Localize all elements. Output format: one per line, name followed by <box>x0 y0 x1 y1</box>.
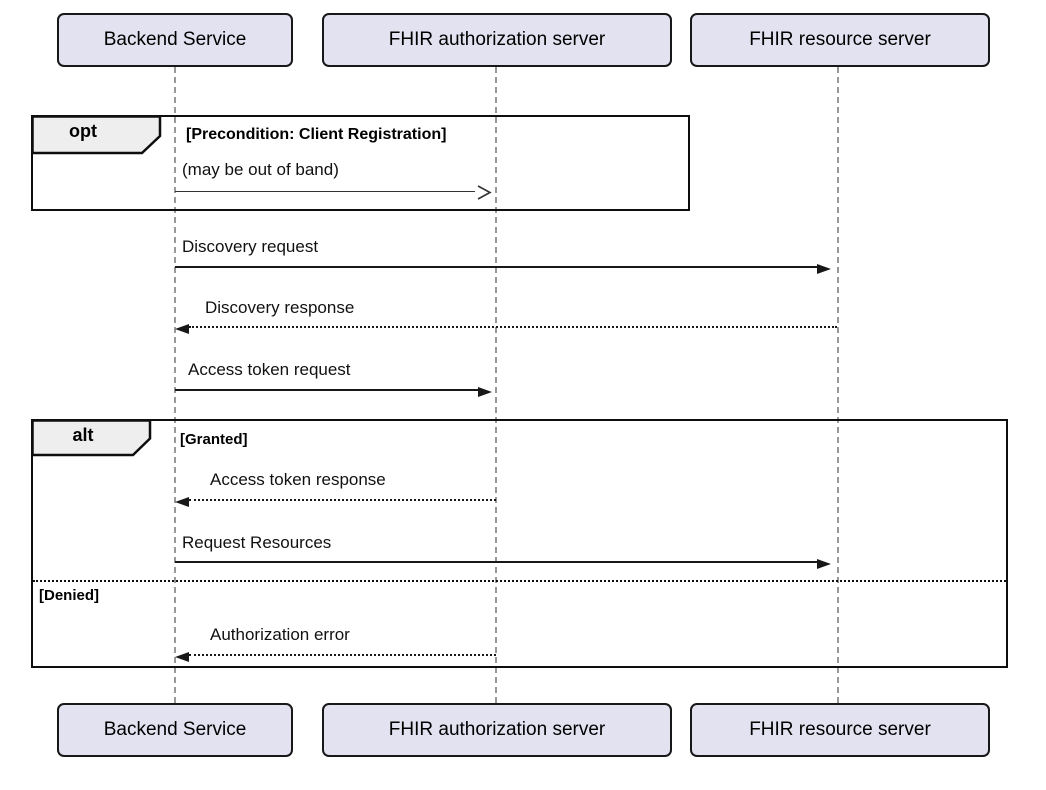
message-label: Discovery request <box>182 237 319 256</box>
participant-label: FHIR authorization server <box>388 29 606 50</box>
filled-arrowhead-right-icon <box>478 387 492 397</box>
participant-label: FHIR resource server <box>749 29 931 50</box>
filled-arrowhead-left-icon <box>175 324 189 334</box>
message-line <box>175 324 837 334</box>
fragment-alt-operator: alt <box>72 425 94 445</box>
participant-top-fhir-resource-server: FHIR resource server <box>690 13 990 67</box>
participant-top-fhir-authorization-server: FHIR authorization server <box>322 13 672 67</box>
message-label: Access token response <box>210 470 386 489</box>
participant-label: FHIR authorization server <box>388 719 606 740</box>
opt-guard-text: [Precondition: Client Registration] <box>186 126 447 143</box>
message-label: Discovery response <box>205 298 355 317</box>
open-arrowhead-icon <box>477 185 492 200</box>
participant-label: Backend Service <box>103 29 247 50</box>
participant-label: Backend Service <box>103 719 247 740</box>
lifeline-fhir-resource-server <box>837 67 839 703</box>
fragment-opt-tab: opt <box>31 115 162 155</box>
message-line <box>175 185 492 200</box>
message-label: (may be out of band) <box>182 160 339 179</box>
fragment-alt-tab: alt <box>31 419 152 457</box>
lifeline-fhir-authorization-server <box>495 67 497 703</box>
participant-label: FHIR resource server <box>749 719 931 740</box>
participant-top-backend-service: Backend Service <box>57 13 293 67</box>
message-line <box>175 497 496 507</box>
fragment-tab-shape <box>31 419 152 457</box>
filled-arrowhead-left-icon <box>175 652 189 662</box>
filled-arrowhead-left-icon <box>175 497 189 507</box>
message-line <box>175 264 831 274</box>
filled-arrowhead-right-icon <box>817 264 831 274</box>
alt-guard-denied: [Denied] <box>39 587 99 604</box>
message-label: Authorization error <box>210 625 350 644</box>
message-line <box>175 387 492 397</box>
fragment-opt-operator: opt <box>69 121 97 141</box>
fragment-alt: alt [Granted] [Denied] <box>31 419 1008 668</box>
participant-bottom-fhir-authorization-server: FHIR authorization server <box>322 703 672 757</box>
filled-arrowhead-right-icon <box>817 559 831 569</box>
alt-guard-granted: [Granted] <box>180 431 248 448</box>
message-line <box>175 652 496 662</box>
message-label: Request Resources <box>182 533 332 552</box>
message-label: Access token request <box>188 360 351 379</box>
participant-bottom-fhir-resource-server: FHIR resource server <box>690 703 990 757</box>
message-line <box>175 559 831 569</box>
participant-bottom-backend-service: Backend Service <box>57 703 293 757</box>
fragment-tab-shape <box>31 115 162 155</box>
alt-divider-line <box>33 580 1006 582</box>
lifeline-backend-service <box>174 67 176 703</box>
fragment-opt: opt [Precondition: Client Registration] <box>31 115 690 211</box>
